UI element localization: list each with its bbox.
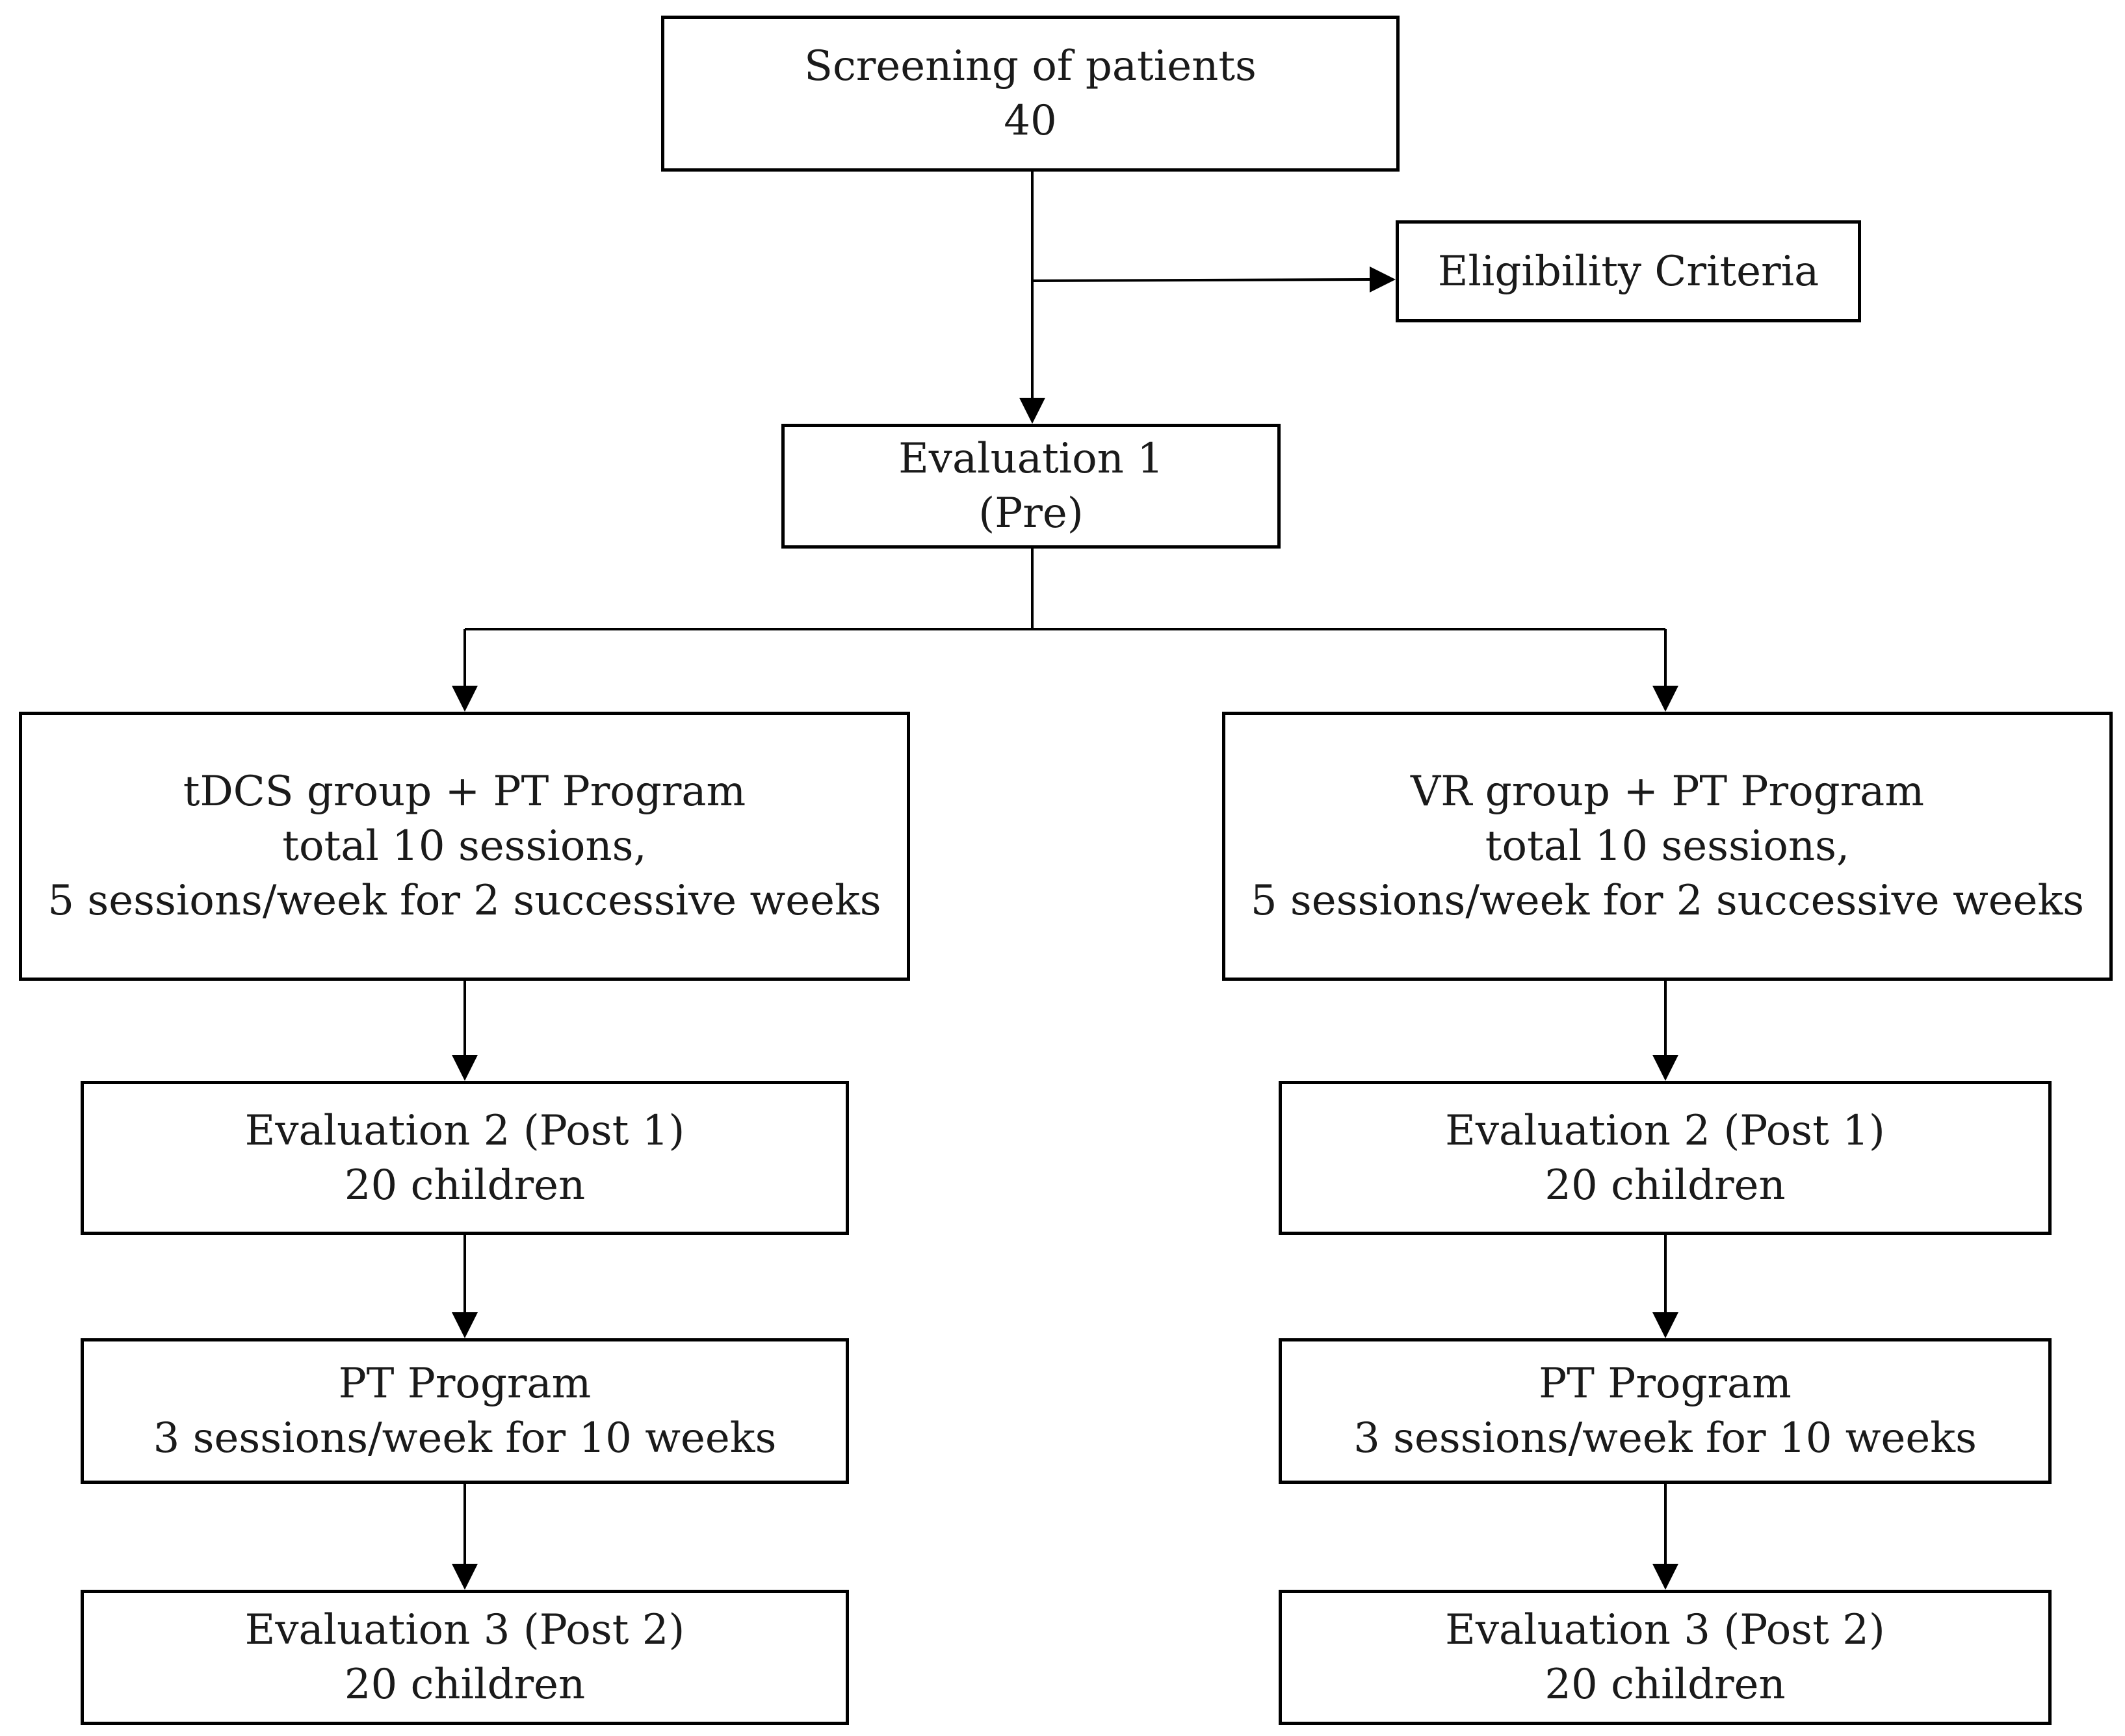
vr-evaluation-3-count: 20 children — [1545, 1661, 1786, 1709]
tdcs-pt-program-schedule: 3 sessions/week for 10 weeks — [153, 1414, 777, 1462]
tdcs-group-title: tDCS group + PT Program — [183, 768, 746, 816]
arrowhead-eligibility — [1370, 266, 1396, 292]
tdcs-pt-program-box: PT Program 3 sessions/week for 10 weeks — [81, 1338, 849, 1484]
arrowhead-evaluation1 — [1019, 398, 1045, 424]
tdcs-group-box: tDCS group + PT Program total 10 session… — [19, 712, 910, 981]
tdcs-group-schedule: 5 sessions/week for 2 successive weeks — [47, 877, 881, 925]
arrowhead-tdcs-evaluation3 — [452, 1564, 478, 1590]
vr-evaluation-3-title: Evaluation 3 (Post 2) — [1445, 1606, 1885, 1654]
vr-pt-program-schedule: 3 sessions/week for 10 weeks — [1353, 1414, 1977, 1462]
tdcs-evaluation-3-box: Evaluation 3 (Post 2) 20 children — [81, 1590, 849, 1725]
vr-evaluation-3-box: Evaluation 3 (Post 2) 20 children — [1279, 1590, 2052, 1725]
vr-evaluation-2-title: Evaluation 2 (Post 1) — [1445, 1106, 1885, 1155]
vr-pt-program-title: PT Program — [1539, 1360, 1792, 1408]
arrowhead-vr-pt — [1652, 1312, 1678, 1338]
evaluation-1-title: Evaluation 1 — [898, 435, 1164, 483]
vr-group-schedule: 5 sessions/week for 2 successive weeks — [1250, 877, 2085, 925]
arrowhead-vr-group — [1652, 686, 1678, 712]
arrowhead-vr-evaluation3 — [1652, 1564, 1678, 1590]
vr-group-total: total 10 sessions, — [1485, 822, 1850, 870]
tdcs-evaluation-3-title: Evaluation 3 (Post 2) — [244, 1606, 685, 1654]
tdcs-group-total: total 10 sessions, — [282, 822, 647, 870]
arrowhead-vr-evaluation2 — [1652, 1055, 1678, 1081]
tdcs-evaluation-3-count: 20 children — [344, 1661, 586, 1709]
evaluation-1-subtitle: (Pre) — [978, 489, 1084, 538]
arrowhead-tdcs-evaluation2 — [452, 1055, 478, 1081]
tdcs-evaluation-2-title: Evaluation 2 (Post 1) — [244, 1106, 685, 1155]
arrowhead-tdcs-group — [452, 686, 478, 712]
evaluation-1-box: Evaluation 1 (Pre) — [781, 424, 1281, 549]
arrowhead-tdcs-pt — [452, 1312, 478, 1338]
vr-pt-program-box: PT Program 3 sessions/week for 10 weeks — [1279, 1338, 2052, 1484]
edge-screening-to-eligibility — [1032, 278, 1370, 282]
tdcs-pt-program-title: PT Program — [338, 1360, 592, 1408]
eligibility-criteria-box: Eligibility Criteria — [1396, 220, 1861, 322]
vr-group-title: VR group + PT Program — [1410, 768, 1925, 816]
vr-group-box: VR group + PT Program total 10 sessions,… — [1222, 712, 2113, 981]
eligibility-criteria-label: Eligibility Criteria — [1437, 247, 1819, 296]
screening-title: Screening of patients — [804, 42, 1257, 90]
vr-evaluation-2-count: 20 children — [1545, 1161, 1786, 1210]
vr-evaluation-2-box: Evaluation 2 (Post 1) 20 children — [1279, 1081, 2052, 1235]
tdcs-evaluation-2-count: 20 children — [344, 1161, 586, 1210]
screening-box: Screening of patients 40 — [661, 16, 1400, 172]
screening-count: 40 — [1004, 97, 1057, 145]
tdcs-evaluation-2-box: Evaluation 2 (Post 1) 20 children — [81, 1081, 849, 1235]
